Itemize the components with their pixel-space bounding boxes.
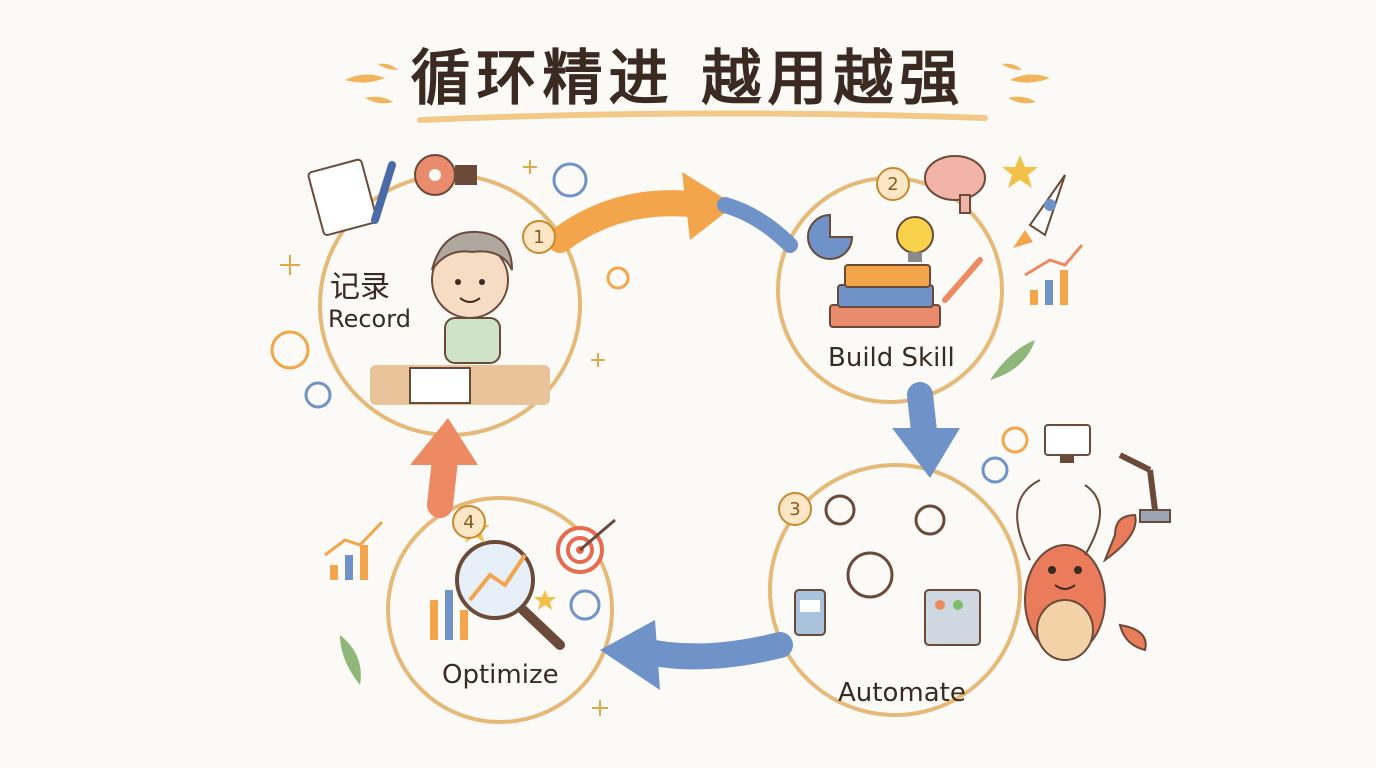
brain-illustration: [925, 156, 985, 213]
growth-chart-left: [325, 522, 382, 580]
diagram-title: 循环精进 越用越强: [0, 30, 1376, 117]
robotic-arm-illustration: [1120, 455, 1170, 522]
notebook-pen-illustration: [308, 159, 392, 236]
magnifier-chart-illustration: [430, 542, 560, 645]
film-reel-illustration: [415, 155, 477, 195]
label-automate: Automate: [838, 678, 966, 708]
lobster-mascot-illustration: [1017, 480, 1146, 660]
label-optimize: Optimize: [442, 660, 559, 690]
books-lightbulb-illustration: [808, 215, 980, 327]
rocket-illustration: [1013, 175, 1065, 248]
label-record-cn: 记录: [330, 262, 390, 306]
arrow-record-to-build: [560, 203, 700, 240]
gears-robot-illustration: [795, 496, 980, 645]
target-illustration: [558, 520, 615, 572]
label-build-skill: Build Skill: [828, 343, 955, 373]
step-1-number: 1: [522, 220, 556, 254]
step-4-number: 4: [452, 505, 486, 539]
monitor-illustration: [1045, 425, 1090, 463]
arrow-automate-to-optimize: [640, 645, 780, 656]
arrowhead-build-to-automate: [892, 428, 960, 478]
arrow-blue-top: [725, 205, 790, 245]
arrow-optimize-to-record: [440, 460, 445, 505]
arrowhead-optimize-to-record: [410, 418, 478, 465]
growth-chart-top-right: [1025, 245, 1082, 305]
label-record-en: Record: [328, 305, 411, 333]
step-3-number: 3: [778, 492, 812, 526]
step-2-number: 2: [876, 167, 910, 201]
